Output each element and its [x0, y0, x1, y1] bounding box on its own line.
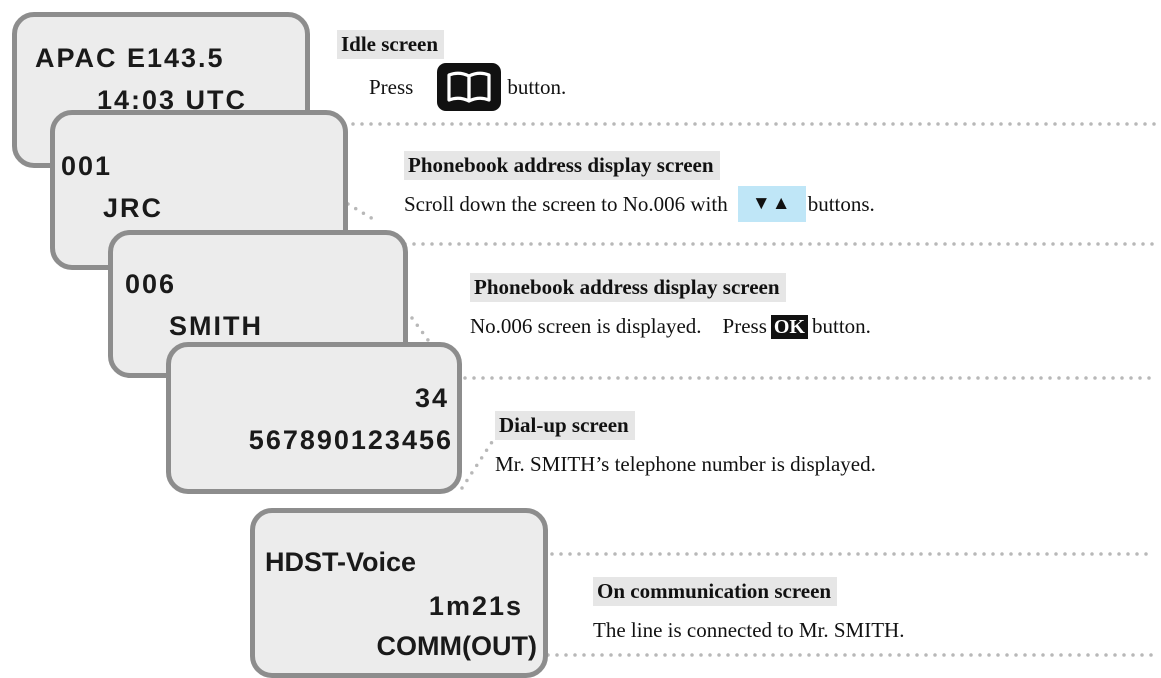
- screen-line-1: 34: [414, 383, 449, 413]
- screen-line-2: JRC: [103, 193, 164, 223]
- step-idle: Idle screen Press button.: [337, 30, 566, 111]
- desc-text-before: Press: [369, 74, 414, 99]
- communication-screen-display: HDST-Voice 1m21s COMM(OUT): [250, 508, 548, 678]
- idle-screen-display: APAC E143.5 14:03 UTC: [12, 12, 310, 168]
- step-title: Phonebook address display screen: [404, 151, 720, 180]
- screen-line-1: 001: [61, 151, 113, 181]
- screen-line-1: APAC E143.5: [35, 43, 225, 73]
- desc-text-after: buttons.: [807, 191, 875, 216]
- book-icon: [447, 71, 491, 103]
- step-description: Mr. SMITH’s telephone number is displaye…: [495, 452, 876, 476]
- dotted-connectors: [288, 122, 1157, 657]
- dial-up-screen-display: 34 567890123456: [166, 342, 462, 494]
- step-title: Dial-up screen: [495, 411, 635, 440]
- step-title: Idle screen: [337, 30, 445, 59]
- screen-line-1: HDST-Voice: [265, 547, 417, 577]
- step-phonebook-select: Phonebook address display screen No.006 …: [470, 273, 871, 339]
- step-description: Press button.: [369, 63, 566, 111]
- step-title: On communication screen: [593, 577, 838, 606]
- screen-line-2: 1m21s: [428, 591, 523, 621]
- ok-button[interactable]: OK: [770, 314, 808, 339]
- phonebook-button[interactable]: [437, 63, 502, 111]
- step-description: The line is connected to Mr. SMITH.: [593, 618, 905, 642]
- step-communication: On communication screen The line is conn…: [593, 577, 904, 643]
- screen-line-1: 006: [125, 269, 177, 299]
- scroll-arrow-buttons[interactable]: ▼▲: [737, 186, 806, 222]
- desc-text-after: button.: [507, 74, 567, 99]
- step-dial-up: Dial-up screen Mr. SMITH’s telephone num…: [495, 411, 876, 477]
- desc-text-after: button.: [812, 314, 871, 338]
- step-description: Scroll down the screen to No.006 with ▼▲…: [404, 186, 875, 222]
- desc-text-before: No.006 screen is displayed. Press: [470, 314, 767, 338]
- screen-line-2: 567890123456: [248, 425, 453, 455]
- step-description: No.006 screen is displayed. Press OK but…: [470, 314, 871, 339]
- screen-line-2: SMITH: [169, 311, 263, 341]
- screen-line-3: COMM(OUT): [376, 631, 537, 661]
- step-phonebook-scroll: Phonebook address display screen Scroll …: [404, 151, 875, 222]
- desc-text-before: Scroll down the screen to No.006 with: [404, 191, 728, 216]
- step-title: Phonebook address display screen: [470, 273, 786, 302]
